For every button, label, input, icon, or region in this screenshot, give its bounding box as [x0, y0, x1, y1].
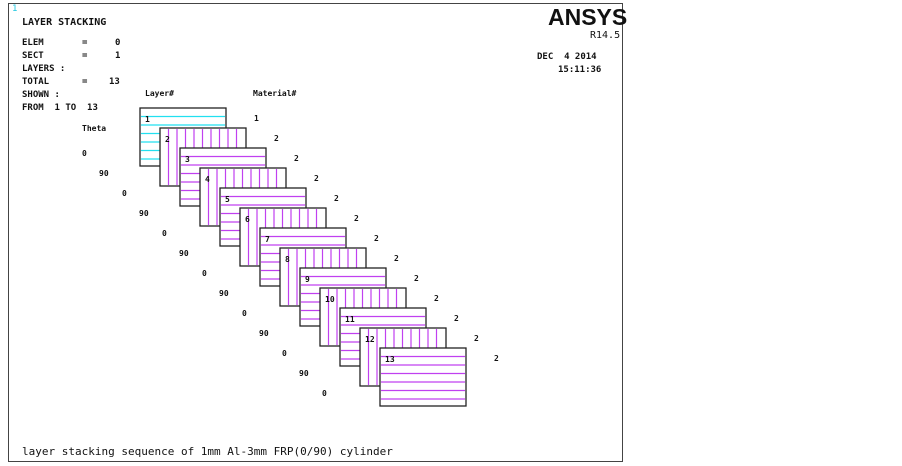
plot-caption: layer stacking sequence of 1mm Al-3mm FR…	[22, 445, 393, 458]
layer-number: 1	[145, 115, 150, 124]
plot-title: LAYER STACKING	[22, 17, 107, 28]
theta-value: 0	[122, 189, 127, 198]
layer-number: 7	[265, 235, 270, 244]
theta-value: 90	[259, 329, 269, 338]
theta-value: 0	[282, 349, 287, 358]
theta-value: 0	[82, 149, 87, 158]
material-number: 2	[394, 254, 399, 263]
graphics-window-frame	[8, 3, 623, 462]
layer-number: 12	[365, 335, 375, 344]
layer-number: 11	[345, 315, 355, 324]
total-label: TOTAL	[22, 77, 50, 87]
window-number: 1	[12, 4, 18, 14]
material-number: 2	[354, 214, 359, 223]
material-number: 2	[414, 274, 419, 283]
theta-value: 90	[179, 249, 189, 258]
material-header: Material#	[253, 89, 297, 98]
material-number: 2	[434, 294, 439, 303]
layer-number: 13	[385, 355, 395, 364]
elem-value: 0	[115, 38, 121, 48]
layer-number: 2	[165, 135, 170, 144]
theta-value: 0	[202, 269, 207, 278]
ansys-logo: ANSYS	[548, 4, 628, 30]
shown-label: SHOWN :	[22, 90, 60, 100]
layer-number: 10	[325, 295, 335, 304]
layer-number: 9	[305, 275, 310, 284]
material-number: 2	[294, 154, 299, 163]
elem-label: ELEM	[22, 38, 44, 48]
theta-header: Theta	[82, 124, 107, 133]
material-number: 2	[494, 354, 499, 363]
layer-number: 6	[245, 215, 250, 224]
material-number: 1	[254, 114, 259, 123]
layer-number: 5	[225, 195, 230, 204]
layer-number: 4	[205, 175, 210, 184]
theta-value: 0	[242, 309, 247, 318]
layer-number: 8	[285, 255, 290, 264]
time-label: 15:11:36	[558, 65, 602, 75]
from-to-line: FROM 1 TO 13	[22, 103, 98, 113]
theta-value: 0	[162, 229, 167, 238]
theta-value: 90	[219, 289, 229, 298]
elem-eq: =	[82, 38, 88, 48]
theta-value: 0	[322, 389, 327, 398]
material-number: 2	[474, 334, 479, 343]
total-value: 13	[109, 77, 120, 87]
material-number: 2	[314, 174, 319, 183]
material-number: 2	[374, 234, 379, 243]
layer-outline	[379, 347, 467, 407]
layer-header: Layer#	[145, 89, 174, 98]
sect-eq: =	[82, 51, 88, 61]
layer-box-13	[379, 347, 467, 407]
material-number: 2	[274, 134, 279, 143]
material-number: 2	[334, 194, 339, 203]
date-label: DEC 4 2014	[537, 52, 597, 62]
material-number: 2	[454, 314, 459, 323]
layer-number: 3	[185, 155, 190, 164]
sect-label: SECT	[22, 51, 44, 61]
total-eq: =	[82, 77, 88, 87]
theta-value: 90	[99, 169, 109, 178]
layers-label: LAYERS :	[22, 64, 66, 74]
theta-value: 90	[139, 209, 149, 218]
release-label: R14.5	[590, 30, 621, 41]
theta-value: 90	[299, 369, 309, 378]
sect-value: 1	[115, 51, 121, 61]
